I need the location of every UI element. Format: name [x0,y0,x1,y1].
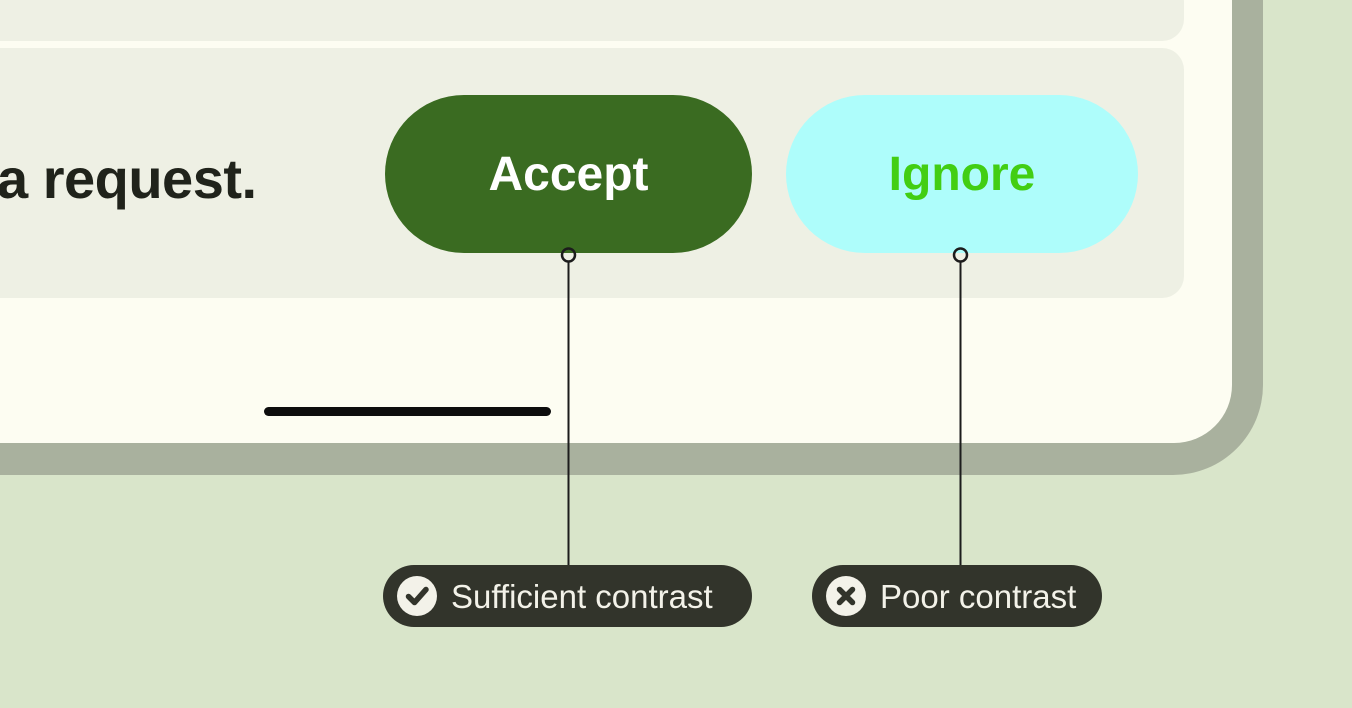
ignore-button[interactable]: Ignore [786,95,1138,253]
top-panel [0,0,1184,41]
poor-contrast-label: Poor contrast [880,577,1077,615]
poor-contrast-callout: Poor contrast [812,565,1102,627]
message-text: a request. [0,147,257,210]
sufficient-contrast-callout: Sufficient contrast [383,565,752,627]
home-indicator-bar [264,407,551,416]
check-icon [397,576,437,616]
x-icon [826,576,866,616]
sufficient-contrast-label: Sufficient contrast [451,577,713,615]
accept-button[interactable]: Accept [385,95,752,253]
